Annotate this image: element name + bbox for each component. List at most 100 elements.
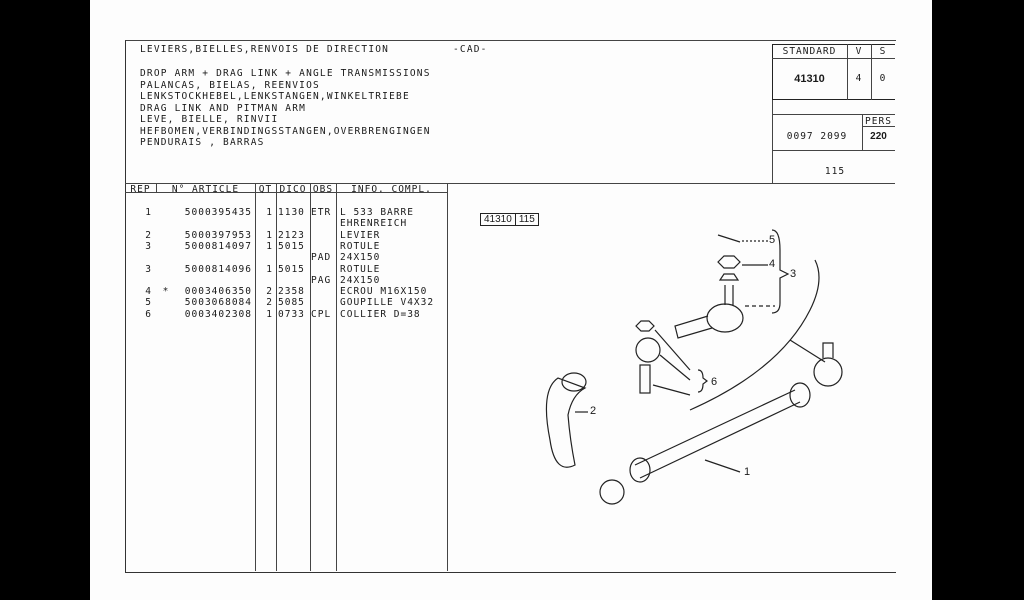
pitman-arm [545,377,587,468]
translation-line: LENKSTOCKHEBEL,LENKSTANGEN,WINKELTRIEBE [140,91,410,102]
ref-box-line [862,114,863,150]
page-number: 115 [824,166,846,177]
cell-article: 5000814097 [184,240,252,252]
cell-obs: ETR [311,207,332,218]
standard-label: STANDARD [782,46,837,57]
castle-nut-drawing [717,255,741,269]
cell-info: GOUPILLE V4X32 [340,297,435,309]
page-frame [125,40,896,573]
cell-qt: 1 [266,263,273,275]
v-label: V [855,46,863,57]
section-tag: -CAD- [453,44,488,55]
ball-joint-right [813,357,843,387]
col-dico: DICO [279,184,307,195]
nut-6 [635,320,655,332]
cell-obs: CPL [311,308,332,320]
ref-box-line [862,126,895,127]
hidden-arc [689,259,820,411]
column-divider [336,183,337,571]
s-label: S [879,46,887,57]
table-row: EHRENREICH [0,218,406,229]
standard-number: 41310 [794,73,825,85]
translation-line: DROP ARM + DRAG LINK + ANGLE TRANSMISSIO… [140,68,431,79]
header-divider [125,183,895,184]
cell-dico: 5085 [278,297,305,309]
cell-rep: 1 [145,207,152,218]
column-divider [255,183,256,571]
translation-line: LEVE, BIELLE, RINVII [140,114,279,125]
cell-info: ROTULE [340,263,381,275]
translation-line: DRAG LINK AND PITMAN ARM [140,102,307,114]
pers-label: PERS [865,116,892,127]
ref-box-line [847,44,848,100]
cell-article: 5000397953 [184,229,252,241]
cell-qt: 1 [266,207,273,218]
cell-info: COLLIER D=38 [340,308,421,320]
diagram-ref-standard: 41310 [481,214,516,225]
cell-info: 24X150 [340,274,381,286]
cell-dico: 2358 [278,286,305,298]
catalog-page [90,0,932,600]
column-divider [447,183,448,571]
leaders-6 [652,329,691,396]
cell-article: 5000814096 [184,263,252,275]
col-obs: OBS [312,184,334,195]
column-divider [156,183,157,192]
col-qt: QT [258,184,273,195]
callout-1: 1 [744,466,751,478]
callout-6: 6 [711,376,718,388]
cell-qt: 1 [266,308,273,320]
ball-joint-body [706,303,744,333]
bracket-3 [771,229,790,314]
cell-dico: 0733 [278,308,305,320]
ref-box-line [772,58,895,59]
ref-box-line [772,150,895,151]
parts-diagram [545,229,843,505]
bracket-6 [697,369,708,393]
cell-rep: 4 [145,286,152,298]
drag-link-tube [634,389,801,479]
column-divider [276,183,277,571]
cell-star: * [162,286,170,298]
callout-4: 4 [769,258,776,270]
cell-qt: 2 [266,297,273,309]
table-row: 5 5003068084 2 5085 GOUPILLE V4X32 [0,297,433,309]
leader-1 [704,459,741,473]
ball-joint-stud [718,273,740,305]
col-rep: REP [130,184,151,195]
translations: DROP ARM + DRAG LINK + ANGLE TRANSMISSIO… [140,68,431,149]
section-title: LEVIERS,BIELLES,RENVOIS DE DIRECTION [140,44,390,55]
cell-dico: 5015 [278,240,305,252]
cell-rep: 6 [145,308,152,320]
diagram-ref-box: 41310 115 [480,213,539,226]
cell-info: L 533 BARRE [340,207,414,218]
cell-info: ROTULE [340,240,381,252]
cell-article: 0003406350 [184,286,252,298]
ball-joint-shank [674,315,713,339]
clamp-6 [635,337,661,363]
v-value: 4 [855,73,863,84]
cell-dico: 5015 [278,263,305,275]
ref-box-line [772,114,895,115]
translation-line: HEFBOMEN,VERBINDINGSSTANGEN,OVERBRENGING… [140,125,431,137]
ball-joint-left [599,479,625,505]
diagram-ref-page: 115 [518,214,535,225]
cell-rep: 5 [145,297,152,309]
cell-qt: 2 [266,286,273,298]
bolt-6 [639,364,651,394]
cell-obs: PAD [311,252,332,264]
cell-article: 5003068084 [184,297,252,309]
callout-2: 2 [590,405,597,417]
cell-qt: 1 [266,229,273,241]
pers-value: 220 [870,131,887,142]
cell-info: EHRENREICH [340,218,408,230]
ref-box-line [871,44,872,100]
cell-dico: 1130 [278,207,305,218]
